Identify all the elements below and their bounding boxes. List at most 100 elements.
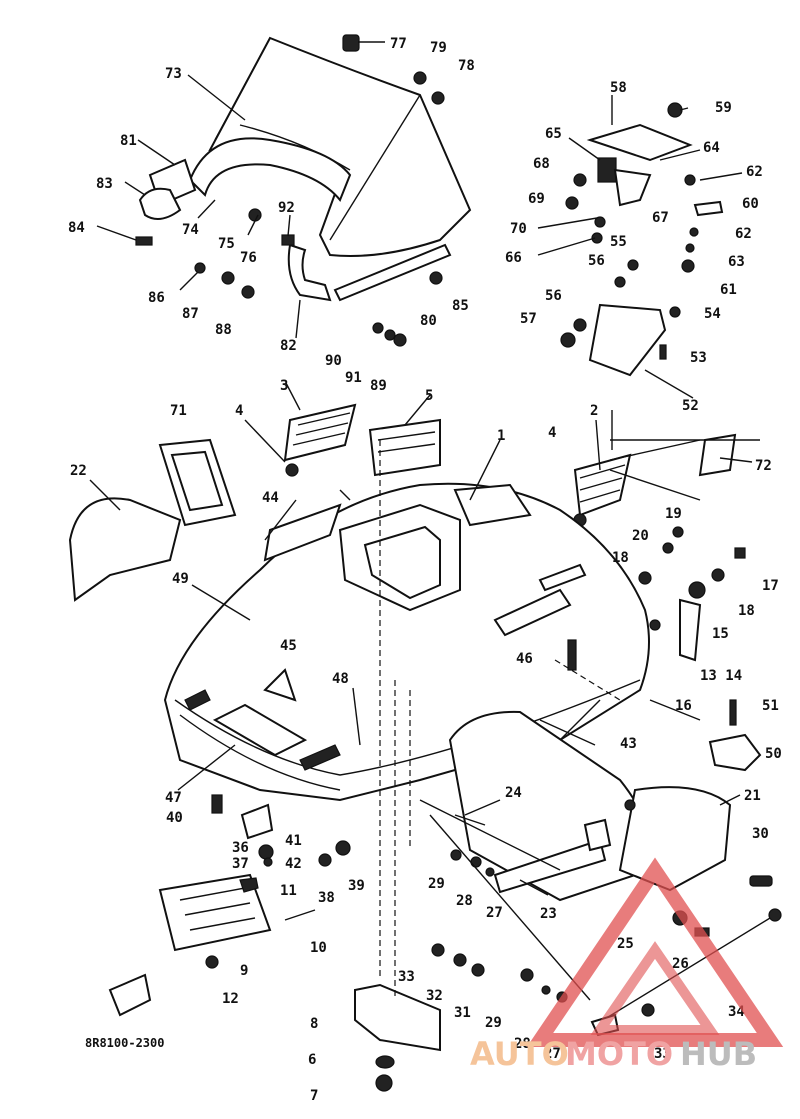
callout-c63: 63 (728, 254, 745, 270)
callout-c90: 90 (325, 353, 342, 369)
callout-c60: 60 (742, 196, 759, 212)
callout-c45: 45 (280, 638, 297, 654)
watermark: AUTO MOTO HUB (470, 857, 784, 1073)
side-panel-left (68, 497, 182, 602)
callout-c75: 75 (218, 236, 235, 252)
callout-c26: 26 (672, 956, 689, 972)
callout-c53: 53 (690, 350, 707, 366)
callout-c83: 83 (96, 176, 113, 192)
callout-c54: 54 (704, 306, 721, 322)
callout-c85: 85 (452, 298, 469, 314)
callout-c7: 7 (310, 1088, 318, 1104)
callout-c47: 47 (165, 790, 182, 806)
callout-c12: 12 (222, 991, 239, 1007)
callout-c62b: 62 (735, 226, 752, 242)
callout-c62a: 62 (746, 164, 763, 180)
callout-c88: 88 (215, 322, 232, 338)
callout-c37: 37 (232, 856, 249, 872)
callout-c86: 86 (148, 290, 165, 306)
leader-lines (89, 41, 753, 896)
lower-left-parts (108, 794, 655, 1092)
callout-c76: 76 (240, 250, 257, 266)
cable (594, 914, 776, 1026)
callout-c39: 39 (348, 878, 365, 894)
callout-c38: 38 (318, 890, 335, 906)
callout-c46: 46 (516, 651, 533, 667)
callout-c29b: 29 (485, 1015, 502, 1031)
callout-c51: 51 (762, 698, 779, 714)
callout-c64: 64 (703, 140, 720, 156)
watermark-text-hub: HUB (680, 1035, 757, 1073)
callout-c20: 20 (632, 528, 649, 544)
callout-c16: 16 (675, 698, 692, 714)
windshield-frame (138, 137, 352, 302)
callout-c72: 72 (755, 458, 772, 474)
callout-c91: 91 (345, 370, 362, 386)
callout-c22: 22 (70, 463, 87, 479)
callout-c24: 24 (505, 785, 522, 801)
callout-c23: 23 (540, 906, 557, 922)
callout-c1: 1 (497, 428, 505, 444)
callout-c6: 6 (308, 1052, 316, 1068)
callout-c11: 11 (280, 883, 297, 899)
label-decal (698, 433, 737, 477)
callout-c71: 71 (170, 403, 187, 419)
callout-c33b: 33 (654, 1046, 671, 1062)
callout-c61: 61 (720, 282, 737, 298)
right-fasteners (567, 526, 773, 937)
callout-c92: 92 (278, 200, 295, 216)
callout-c87: 87 (182, 306, 199, 322)
callout-c10: 10 (310, 940, 327, 956)
callout-c66: 66 (505, 250, 522, 266)
callout-c78: 78 (458, 58, 475, 74)
callout-c4a: 4 (235, 403, 243, 419)
watermark-text-auto: AUTO (470, 1035, 569, 1073)
callout-c15: 15 (712, 626, 729, 642)
top-fasteners (135, 34, 445, 347)
callout-c1314: 13 14 (700, 668, 742, 684)
callout-c67: 67 (652, 210, 669, 226)
callout-c56a: 56 (588, 253, 605, 269)
callout-c82: 82 (280, 338, 297, 354)
callout-c30: 30 (752, 826, 769, 842)
callout-c21: 21 (744, 788, 761, 804)
callout-c5: 5 (425, 388, 433, 404)
trim-strip (333, 243, 452, 302)
callout-c4b: 4 (548, 425, 556, 441)
callout-c36: 36 (232, 840, 249, 856)
callout-c17: 17 (762, 578, 779, 594)
callout-c74: 74 (182, 222, 199, 238)
callout-c73: 73 (165, 66, 182, 82)
callout-c19: 19 (665, 506, 682, 522)
callout-c42: 42 (285, 856, 302, 872)
callout-c70: 70 (510, 221, 527, 237)
drawing-code: 8R8100-2300 (85, 1036, 164, 1050)
callout-c79: 79 (430, 40, 447, 56)
callout-c9: 9 (240, 963, 248, 979)
callout-c44: 44 (262, 490, 279, 506)
callout-c84: 84 (68, 220, 85, 236)
callout-c69: 69 (528, 191, 545, 207)
callout-c59: 59 (715, 100, 732, 116)
callout-c28b: 28 (514, 1036, 531, 1052)
dash-bracket (560, 102, 724, 377)
callout-c56b: 56 (545, 288, 562, 304)
callout-c25: 25 (617, 936, 634, 952)
callout-c41: 41 (285, 833, 302, 849)
callout-c77: 77 (390, 36, 407, 52)
callout-c50: 50 (765, 746, 782, 762)
strap (493, 838, 607, 894)
callout-c29a: 29 (428, 876, 445, 892)
callout-c81: 81 (120, 133, 137, 149)
callout-c89: 89 (370, 378, 387, 394)
callout-c8: 8 (310, 1016, 318, 1032)
callout-c18b: 18 (738, 603, 755, 619)
callout-c2: 2 (590, 403, 598, 419)
callout-c33a: 33 (398, 969, 415, 985)
callout-c28a: 28 (456, 893, 473, 909)
callout-c31: 31 (454, 1005, 471, 1021)
callout-c58: 58 (610, 80, 627, 96)
callout-c52: 52 (682, 398, 699, 414)
callout-c27b: 27 (544, 1046, 561, 1062)
